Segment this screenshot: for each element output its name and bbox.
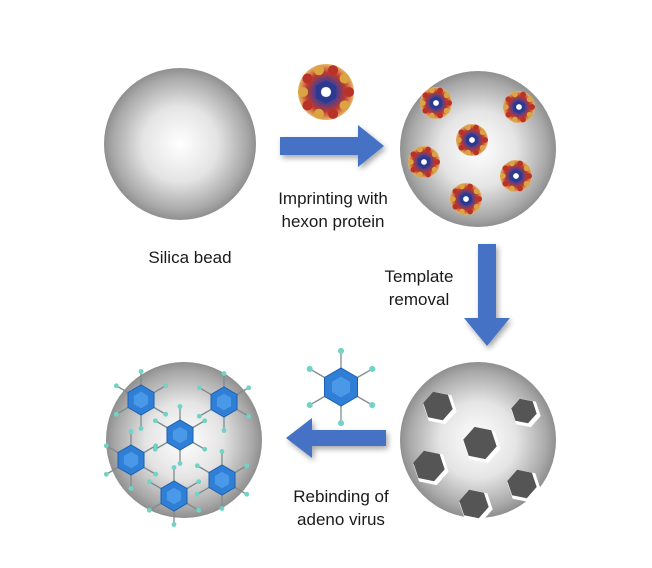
label-rebinding-line2: adeno virus: [297, 510, 385, 529]
hexagonal-cavity-icon: [511, 398, 541, 428]
label-imprinting-line2: hexon protein: [281, 212, 385, 231]
imprinted-protein-icon: [503, 91, 535, 123]
hexon-protein-icon: [298, 64, 354, 120]
label-imprinting-line1: Imprinting with: [278, 189, 388, 208]
bound-virus-icon: [194, 449, 250, 511]
label-imprinting: Imprinting with hexon protein: [258, 187, 408, 233]
label-template-line1: Template: [384, 267, 454, 286]
hexagonal-cavity-icon: [507, 469, 541, 503]
bound-virus-icon: [152, 404, 208, 466]
hexagonal-cavity-icon: [459, 489, 493, 523]
label-rebinding: Rebinding of adeno virus: [266, 485, 416, 531]
imprinted-protein-icon: [500, 160, 532, 192]
label-template-removal: Template removal: [364, 265, 474, 311]
hexagonal-cavity-icon: [463, 426, 501, 463]
imprinted-protein-icon: [456, 124, 488, 156]
label-silica-bead: Silica bead: [130, 246, 250, 269]
arrow-left: [286, 418, 386, 458]
arrow-down: [464, 244, 510, 346]
hexagonal-cavity-icon: [423, 391, 457, 425]
label-silica-bead-text: Silica bead: [148, 248, 232, 267]
label-rebinding-line1: Rebinding of: [293, 487, 389, 506]
imprinted-protein-icon: [408, 146, 440, 178]
bound-virus-icon: [196, 371, 252, 433]
bound-virus-icon: [146, 465, 202, 527]
imprinted-protein-icon: [420, 87, 452, 119]
adeno-virus-icon: [306, 347, 376, 427]
imprinted-protein-icon: [450, 183, 482, 215]
bound-virus-icon: [103, 429, 159, 491]
hexagonal-cavity-icon: [413, 450, 449, 486]
bound-virus-icon: [113, 369, 169, 431]
label-template-line2: removal: [388, 290, 450, 309]
arrow-right: [280, 125, 384, 167]
silica-bead: [104, 68, 256, 220]
